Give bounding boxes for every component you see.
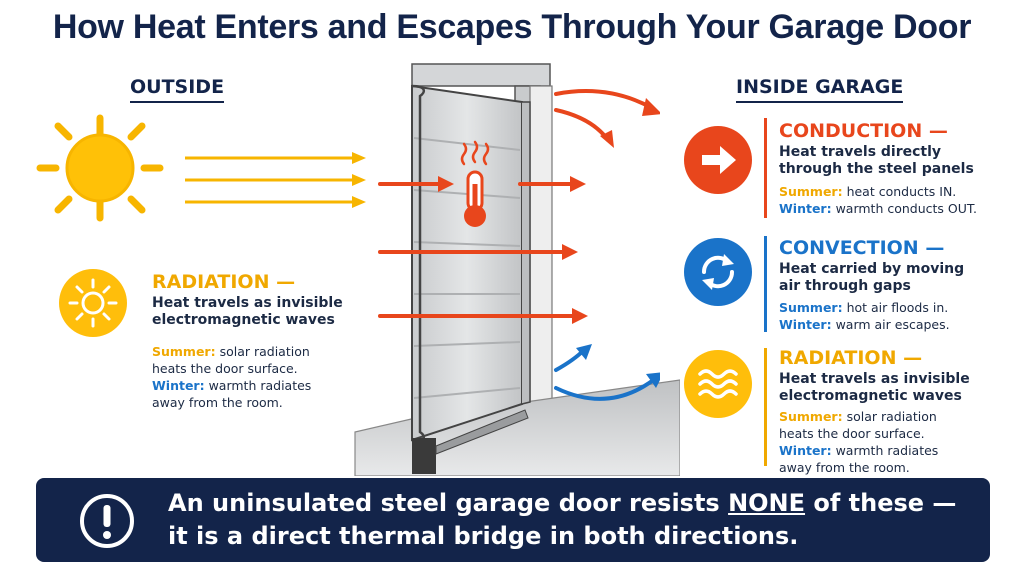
summer-line: Summer: hot air floods in. — [779, 299, 1009, 316]
right-radiation-description: Heat travels as invisible electromagneti… — [779, 371, 1009, 405]
banner-line-1: An uninsulated steel garage door resists… — [168, 487, 978, 520]
summer-text-cont: heats the door surface. — [779, 426, 925, 441]
sun-icon — [36, 114, 164, 222]
desc-line: electromagnetic waves — [152, 312, 335, 328]
winter-text: warmth conducts OUT. — [831, 201, 978, 216]
desc-line: Heat carried by moving — [779, 261, 965, 277]
winter-line: Winter: warmth conducts OUT. — [779, 200, 1009, 217]
sun-ray-arrows — [185, 152, 366, 208]
conduction-description: Heat travels directly through the steel … — [779, 144, 1009, 178]
summer-label: Summer: — [779, 184, 843, 199]
winter-label: Winter: — [152, 378, 205, 393]
sun-with-rays-illustration — [36, 114, 366, 222]
desc-line: air through gaps — [779, 278, 911, 294]
page-title: How Heat Enters and Escapes Through Your… — [52, 8, 972, 46]
convection-divider — [764, 236, 767, 332]
thermometer-icon — [460, 140, 490, 227]
right-radiation-details: Summer: solar radiation heats the door s… — [779, 408, 1009, 476]
convection-heading: CONVECTION — — [779, 237, 945, 259]
desc-line: Heat travels as invisible — [779, 371, 970, 387]
outside-heading: OUTSIDE — [130, 76, 225, 103]
winter-line: Winter: warm air escapes. — [779, 316, 1009, 333]
bottom-seal — [412, 438, 436, 474]
right-radiation-heading: RADIATION — — [779, 347, 923, 369]
conduction-details: Summer: heat conducts IN. Winter: warmth… — [779, 183, 1009, 217]
conduction-divider — [764, 118, 767, 218]
winter-text: warm air escapes. — [831, 317, 950, 332]
radiation-divider — [764, 348, 767, 466]
winter-line: Winter: warmth radiates — [152, 377, 372, 394]
warning-banner: An uninsulated steel garage door resists… — [36, 478, 990, 562]
waves-icon — [684, 350, 752, 418]
winter-label: Winter: — [779, 317, 832, 332]
garage-door-illustration — [354, 63, 680, 476]
heat-flow-arrows — [378, 89, 660, 401]
convection-details: Summer: hot air floods in. Winter: warm … — [779, 299, 1009, 333]
banner-emphasis: NONE — [728, 489, 806, 517]
summer-line: Summer: solar radiation — [152, 343, 372, 360]
banner-line1-pre: An uninsulated steel garage door resists — [168, 489, 729, 517]
door-header — [411, 63, 551, 87]
inside-heading: INSIDE GARAGE — [736, 76, 904, 103]
summer-text: hot air floods in. — [842, 300, 949, 315]
summer-line: Summer: heat conducts IN. — [779, 183, 1009, 200]
winter-label: Winter: — [779, 201, 832, 216]
winter-text: warmth radiates — [831, 443, 939, 458]
summer-text: solar radiation — [842, 409, 937, 424]
banner-line-2: it is a direct thermal bridge in both di… — [168, 522, 799, 550]
banner-text: An uninsulated steel garage door resists… — [168, 487, 978, 553]
convection-description: Heat carried by moving air through gaps — [779, 261, 1009, 295]
left-radiation-heading: RADIATION — — [152, 271, 296, 293]
winter-line: Winter: warmth radiates — [779, 442, 1009, 459]
summer-text: heat conducts IN. — [842, 184, 957, 199]
summer-label: Summer: — [779, 409, 843, 424]
desc-line: electromagnetic waves — [779, 388, 962, 404]
winter-text: warmth radiates — [204, 378, 312, 393]
summer-text: solar radiation — [215, 344, 310, 359]
left-radiation-description: Heat travels as invisible electromagneti… — [152, 295, 372, 329]
conduction-heading: CONDUCTION — — [779, 120, 948, 142]
desc-line: Heat travels directly — [779, 144, 942, 160]
left-radiation-details: Summer: solar radiation heats the door s… — [152, 343, 372, 411]
winter-text-cont: away from the room. — [779, 460, 910, 475]
summer-label: Summer: — [152, 344, 216, 359]
sun-small-icon — [59, 269, 127, 337]
banner-line1-post: of these — — [805, 489, 957, 517]
summer-label: Summer: — [779, 300, 843, 315]
desc-line: Heat travels as invisible — [152, 295, 343, 311]
summer-text-cont: heats the door surface. — [152, 361, 298, 376]
arrow-right-circle-icon — [684, 126, 752, 194]
summer-line: Summer: solar radiation — [779, 408, 1009, 425]
desc-line: through the steel panels — [779, 161, 974, 177]
exclamation-icon — [80, 494, 134, 548]
refresh-cycle-icon — [684, 238, 752, 306]
winter-label: Winter: — [779, 443, 832, 458]
winter-text-cont: away from the room. — [152, 395, 283, 410]
